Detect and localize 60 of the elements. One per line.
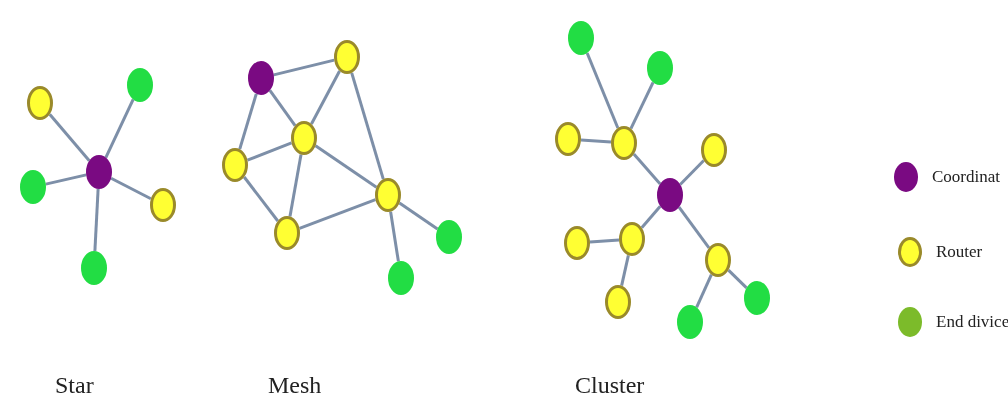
node-circle [619, 222, 645, 256]
connector-line [640, 205, 662, 229]
node-circle [555, 122, 581, 156]
node-circle [605, 285, 631, 319]
connector-line [589, 238, 620, 244]
node-circle [20, 170, 46, 204]
topology-caption: Cluster [575, 372, 645, 399]
connector-line [288, 154, 303, 217]
connector-line [45, 173, 87, 186]
connector-line [585, 52, 620, 129]
node-circle [564, 226, 590, 260]
connector-line [243, 176, 279, 222]
node-circle [611, 126, 637, 160]
connector-line [398, 201, 439, 231]
connector-line [580, 138, 612, 144]
node-circle [744, 281, 770, 315]
node-circle [334, 40, 360, 74]
node-circle [248, 61, 274, 95]
connector-line [632, 153, 662, 185]
connector-line [268, 89, 297, 127]
node-circle [375, 178, 401, 212]
node-circle [677, 305, 703, 339]
node-circle [27, 86, 53, 120]
node-circle [127, 68, 153, 102]
node-circle [647, 51, 673, 85]
connector-line [93, 188, 100, 252]
node-circle [222, 148, 248, 182]
connector-line [677, 206, 711, 249]
connector-line [310, 70, 341, 125]
node-circle [701, 133, 727, 167]
node-circle [657, 178, 683, 212]
connector-line [298, 198, 377, 230]
connector-line [727, 269, 748, 289]
legend-label: Router [936, 242, 983, 262]
connector-line [629, 81, 655, 130]
node-circle [86, 155, 112, 189]
connector-line [110, 176, 152, 201]
node-circle [705, 243, 731, 277]
connector-line [314, 144, 378, 189]
node-circle [568, 21, 594, 55]
node-circle [274, 216, 300, 250]
connector-line [104, 98, 135, 159]
connector-line [48, 113, 91, 162]
legend-label: Coordinat [932, 167, 1000, 187]
connector-line [246, 141, 293, 162]
connector-line [679, 159, 705, 186]
node-circle [150, 188, 176, 222]
connector-line [238, 93, 258, 150]
connector-line [273, 58, 335, 77]
topology-caption: Star [55, 372, 94, 399]
node-circle [436, 220, 462, 254]
connector-line [695, 274, 713, 308]
node-circle [388, 261, 414, 295]
connector-line [389, 211, 400, 262]
node-circle [81, 251, 107, 285]
connector-line [350, 72, 385, 180]
legend-label: End divice [936, 312, 1008, 332]
node-circle [291, 121, 317, 155]
connector-line [620, 255, 630, 286]
topology-caption: Mesh [268, 372, 322, 399]
